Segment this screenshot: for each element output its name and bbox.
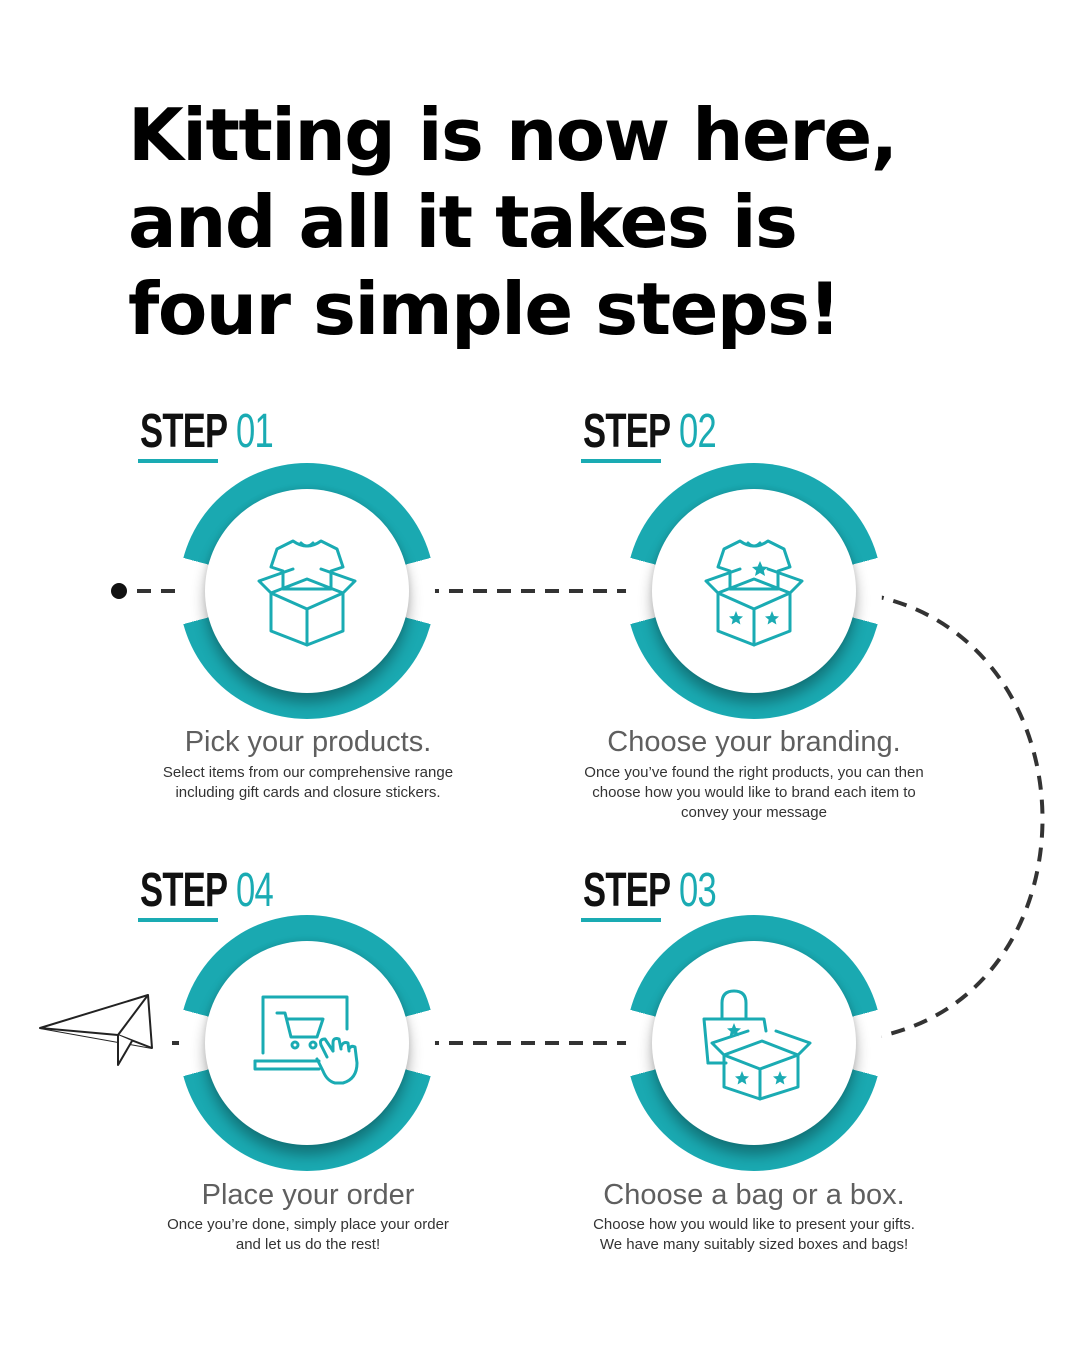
step-03-word: STEP — [583, 864, 671, 917]
headline-line-2: and all it takes is — [128, 180, 798, 264]
headline: Kitting is now here, and all it takes is… — [128, 92, 988, 353]
step-02-desc-line: convey your message — [681, 804, 827, 821]
step-03-description: Choose how you would like to present you… — [544, 1215, 964, 1255]
step-01-desc-line: Select items from our comprehensive rang… — [162, 764, 454, 781]
step-01-underline — [138, 459, 218, 463]
step-04-number: 04 — [236, 864, 274, 917]
bag-box-icon — [702, 989, 812, 1101]
step-02-circle — [626, 463, 882, 719]
step-01-desc-line: including gift cards and closure sticker… — [175, 784, 441, 801]
step-03-desc-line: Choose how you would like to present you… — [593, 1216, 915, 1233]
path-start-dot — [111, 583, 127, 599]
laptop-cart-icon — [253, 995, 359, 1085]
paper-plane-icon — [39, 994, 153, 1066]
step-03-desc-line: We have many suitably sized boxes and ba… — [599, 1236, 909, 1253]
headline-line-3: four simple steps! — [128, 267, 841, 351]
step-02-number: 02 — [679, 405, 717, 458]
step-04-desc-line: Once you’re done, simply place your orde… — [167, 1216, 449, 1233]
step-02-title: Choose your branding. — [607, 726, 901, 758]
step-01-number: 01 — [236, 405, 274, 458]
step-02-desc-line: choose how you would like to brand each … — [592, 784, 916, 801]
step-02-desc-line: Once you’ve found the right products, yo… — [584, 764, 924, 781]
step-04-circle — [179, 915, 435, 1171]
step-04-underline — [138, 918, 218, 922]
box-shirt-icon — [257, 539, 357, 647]
step-02-word: STEP — [583, 405, 671, 458]
step-03-circle — [626, 915, 882, 1171]
headline-line-1: Kitting is now here, — [128, 93, 898, 177]
step-02-underline — [581, 459, 661, 463]
step-04-title: Place your order — [201, 1179, 415, 1211]
step-01-word: STEP — [140, 405, 228, 458]
step-01-description: Select items from our comprehensive rang… — [100, 763, 516, 803]
step-02-description: Once you’ve found the right products, yo… — [534, 763, 974, 823]
step-04-desc-line: and let us do the rest! — [235, 1236, 381, 1253]
step-03-underline — [581, 918, 661, 922]
step-03-title: Choose a bag or a box. — [603, 1179, 905, 1211]
step-04-word: STEP — [140, 864, 228, 917]
branded-box-icon — [704, 539, 804, 647]
step-01-title: Pick your products. — [184, 726, 432, 758]
step-01-circle — [179, 463, 435, 719]
step-03-number: 03 — [679, 864, 717, 917]
step-04-description: Once you’re done, simply place your orde… — [108, 1215, 508, 1255]
